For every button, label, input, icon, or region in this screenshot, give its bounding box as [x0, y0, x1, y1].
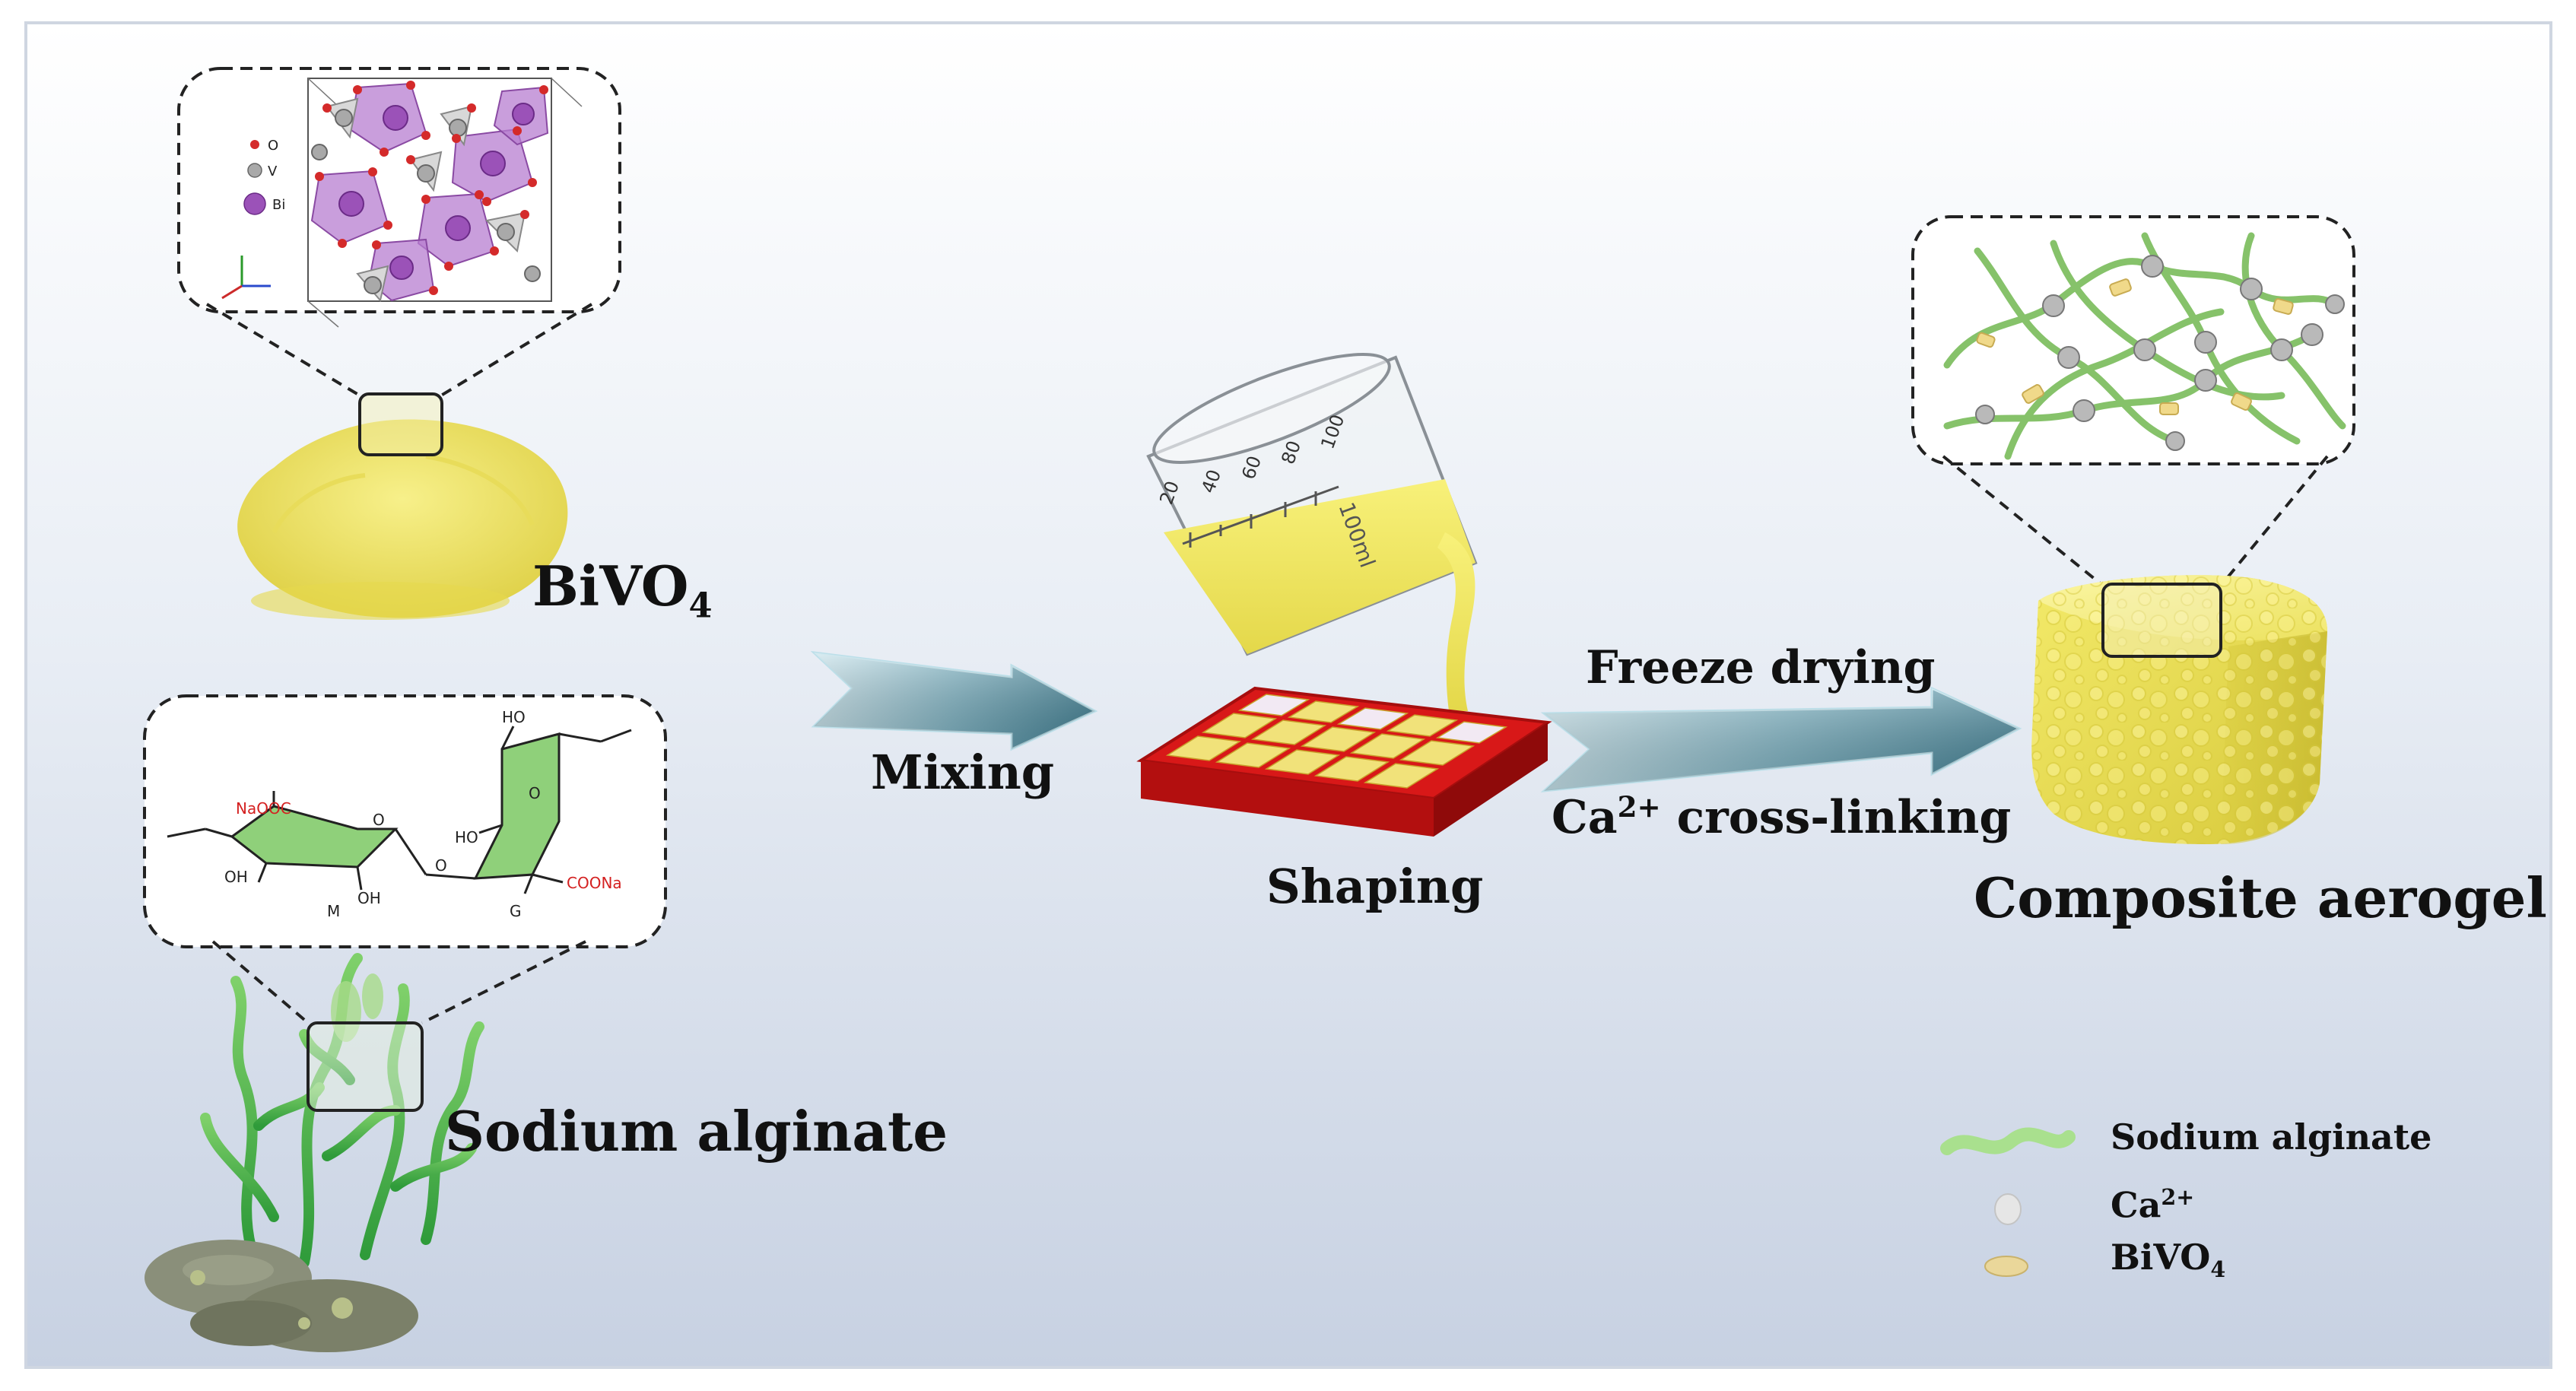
naooc-label: NaOOC — [236, 799, 291, 818]
legend — [1940, 1127, 2076, 1277]
legend-ca-label: Ca2+ — [2111, 1184, 2195, 1226]
bivo4-powder — [237, 392, 568, 620]
bi-legend-dot — [243, 192, 266, 215]
zoom-line — [2219, 455, 2329, 587]
o-legend-dot — [250, 140, 259, 149]
magnify-box — [307, 1021, 424, 1112]
alginate-structure-inset: NaOOC O OH OH M O HO HO O COONa G — [143, 694, 667, 948]
ring-o-label: O — [529, 784, 541, 802]
v-atoms — [311, 109, 541, 294]
ring-o-label: O — [373, 811, 385, 829]
beaker-graduations — [1182, 485, 1339, 548]
crystal-structure-inset: O V Bi — [177, 67, 621, 328]
magnify-box — [2101, 583, 2222, 658]
ca-crosslink-nodes — [1975, 255, 2345, 451]
legend-fiber-swatch — [1940, 1127, 2076, 1155]
legend-bivo4-swatch — [1984, 1256, 2028, 1277]
freeze-drying-label: Freeze drying — [1586, 641, 1936, 694]
ho-label: HO — [502, 708, 526, 726]
shaping-label: Shaping — [1266, 859, 1484, 914]
legend-sodium-alginate-label: Sodium alginate — [2111, 1116, 2432, 1158]
ho-label: HO — [455, 828, 478, 846]
cross-linking-label: Ca2+ cross-linking — [1552, 790, 2012, 844]
zoom-line — [205, 303, 361, 397]
bivo4-particles — [1976, 278, 2294, 415]
mixing-arrow — [810, 650, 1098, 751]
o-atoms — [315, 81, 548, 295]
mixing-label: Mixing — [871, 745, 1055, 800]
mold-cells — [1165, 694, 1508, 789]
seaweed-illustration — [145, 953, 484, 1352]
v-legend-dot — [247, 163, 262, 178]
g-unit-label: G — [510, 902, 522, 920]
zoom-line — [421, 940, 586, 1024]
pouring-stream — [1437, 532, 1475, 711]
zoom-line — [1942, 455, 2104, 587]
link-o-label: O — [435, 856, 447, 875]
bi-atoms — [338, 103, 535, 280]
beaker-illustration: 20 40 60 80 100 100ml — [1146, 353, 1478, 711]
oh-label: OH — [224, 868, 248, 886]
v-legend-label: V — [268, 164, 278, 179]
mold-tray — [1136, 686, 1552, 837]
zoom-line — [211, 940, 310, 1024]
bi-legend-label: Bi — [272, 197, 285, 213]
oh-label: OH — [357, 889, 381, 907]
o-legend-label: O — [268, 138, 278, 154]
aerogel-network-inset — [1911, 215, 2355, 465]
legend-bivo4-label: BiVO4 — [2111, 1237, 2226, 1283]
magnify-box — [358, 392, 443, 456]
zoom-line — [440, 303, 593, 397]
legend-ca-swatch — [1994, 1193, 2022, 1225]
sodium-alginate-label: Sodium alginate — [445, 1099, 948, 1164]
m-unit-label: M — [327, 902, 340, 920]
composite-aerogel-label: Composite aerogel — [1974, 865, 2547, 930]
freeze-drying-arrow — [1540, 686, 2022, 792]
bivo4-label: BiVO4 — [532, 554, 713, 626]
axes-icon — [221, 256, 271, 300]
aerogel-cube — [2031, 575, 2327, 844]
coona-label: COONa — [567, 874, 622, 892]
bi-polyhedra — [310, 82, 549, 302]
